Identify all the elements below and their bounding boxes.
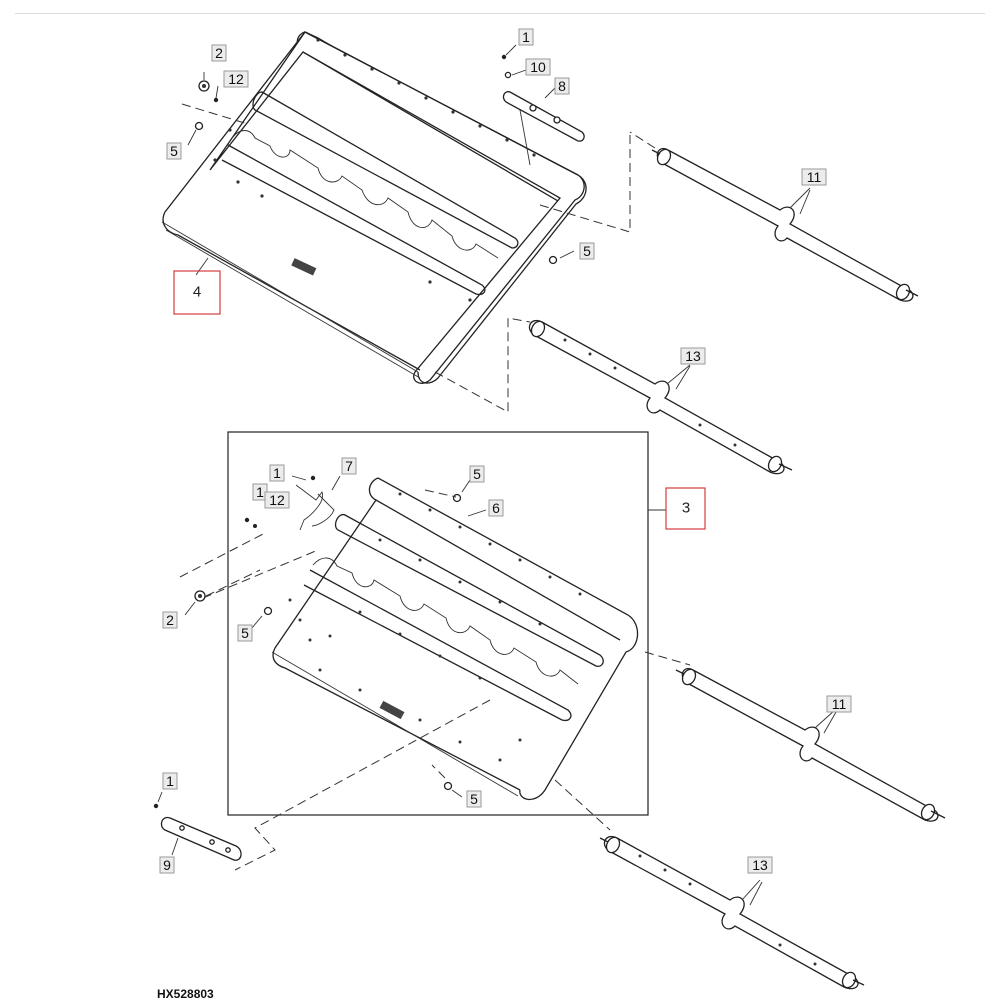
svg-text:3: 3 [682, 500, 690, 517]
roller-13-top [528, 319, 793, 475]
callout-5-c: 5 [469, 465, 485, 483]
callout-1-a: 1 [518, 28, 534, 46]
svg-text:1: 1 [256, 484, 264, 500]
svg-text:1: 1 [273, 465, 281, 481]
roller-11-bottom [675, 667, 946, 822]
svg-text:5: 5 [170, 143, 178, 159]
callout-5-d: 5 [237, 624, 253, 642]
svg-text:5: 5 [473, 466, 481, 482]
roller-13-bottom [599, 835, 865, 990]
callout-13-b: 13 [747, 856, 773, 874]
assembly-3-frame [227, 431, 649, 816]
svg-text:12: 12 [228, 71, 244, 87]
svg-text:10: 10 [530, 59, 546, 75]
callout-1-b: 1 [269, 464, 285, 482]
callout-1-d: 1 [162, 772, 178, 790]
svg-text:13: 13 [752, 857, 768, 873]
callout-9: 9 [159, 856, 175, 874]
callout-13-a: 13 [680, 347, 706, 365]
callout-8: 8 [554, 77, 570, 95]
svg-text:6: 6 [492, 500, 500, 516]
roller-11-top [651, 147, 919, 302]
callout-4-highlighted[interactable]: 4 [173, 270, 221, 315]
svg-text:5: 5 [241, 625, 249, 641]
callout-11-b: 11 [826, 695, 852, 713]
callout-5-a: 5 [166, 142, 182, 160]
svg-text:12: 12 [269, 492, 285, 508]
callout-6: 6 [488, 499, 504, 517]
callout-11-a: 11 [801, 168, 827, 186]
apron-assembly-top [161, 31, 587, 384]
callout-12-a: 12 [223, 70, 249, 88]
svg-text:1: 1 [522, 29, 530, 45]
svg-text:9: 9 [163, 857, 171, 873]
bracket-bar-bottom [153, 791, 242, 861]
svg-text:5: 5 [470, 791, 478, 807]
callout-5-b: 5 [579, 242, 595, 260]
svg-text:5: 5 [583, 243, 591, 259]
svg-text:2: 2 [215, 45, 223, 61]
callout-5-e: 5 [466, 790, 482, 808]
drawing-id: HX528803 [157, 987, 214, 1000]
svg-text:13: 13 [685, 348, 701, 364]
callout-3-highlighted[interactable]: 3 [665, 487, 706, 530]
callout-7: 7 [341, 457, 357, 475]
svg-text:2: 2 [166, 612, 174, 628]
leader-top-roller-11 [539, 130, 631, 233]
bracket-bar-top [501, 44, 585, 166]
hardware-bottom-left [179, 475, 487, 798]
svg-text:11: 11 [832, 696, 847, 712]
callout-2-b: 2 [162, 611, 178, 629]
apron-assembly-bottom [271, 477, 639, 801]
svg-text:8: 8 [558, 78, 566, 94]
svg-text:11: 11 [807, 169, 822, 185]
svg-text:4: 4 [193, 284, 201, 301]
callout-12-b: 12 [264, 491, 290, 509]
hardware-top-left [181, 72, 249, 146]
callout-10: 10 [525, 58, 551, 76]
svg-text:7: 7 [345, 458, 353, 474]
leader-bar-9 [234, 699, 491, 871]
callout-2-a: 2 [211, 44, 227, 62]
callout-1-c: 1 [252, 483, 268, 501]
svg-text:1: 1 [166, 773, 174, 789]
top-divider [15, 13, 985, 14]
